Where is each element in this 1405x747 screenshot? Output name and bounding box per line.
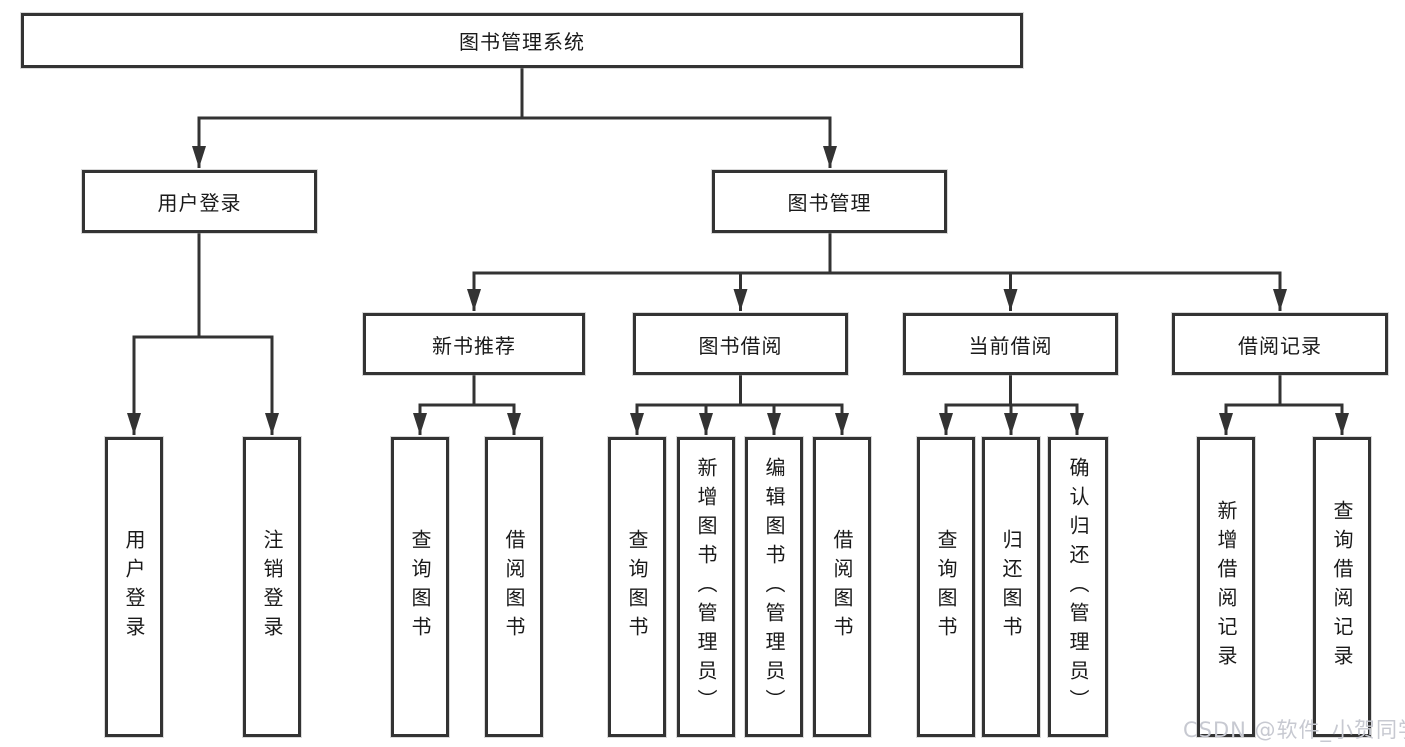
node-edit-books-admin: 编辑图书（管理员） xyxy=(745,437,803,737)
node-user-login-leaf: 用户登录 xyxy=(105,437,163,737)
csdn-watermark: CSDN @软件_小贺同学 xyxy=(1183,718,1405,742)
node-new-book-recommendation: 新书推荐 xyxy=(363,313,585,375)
node-query-books-recommend: 查询图书 xyxy=(391,437,449,737)
node-borrowing-records: 借阅记录 xyxy=(1172,313,1388,375)
node-query-books-current: 查询图书 xyxy=(917,437,975,737)
node-borrow-books-recommend: 借阅图书 xyxy=(485,437,543,737)
node-add-books-admin: 新增图书（管理员） xyxy=(677,437,735,737)
node-user-login: 用户登录 xyxy=(82,170,317,233)
node-current-borrowing: 当前借阅 xyxy=(903,313,1118,375)
node-query-borrow-record: 查询借阅记录 xyxy=(1313,437,1371,737)
node-book-management: 图书管理 xyxy=(712,170,947,233)
node-return-books: 归还图书 xyxy=(982,437,1040,737)
node-confirm-return-admin: 确认归还（管理员） xyxy=(1048,437,1108,737)
node-library-management-system: 图书管理系统 xyxy=(21,13,1023,68)
node-query-books-borrowing: 查询图书 xyxy=(608,437,666,737)
node-logout: 注销登录 xyxy=(243,437,301,737)
node-add-borrow-record: 新增借阅记录 xyxy=(1197,437,1255,737)
node-borrow-books-borrowing: 借阅图书 xyxy=(813,437,871,737)
node-book-borrowing: 图书借阅 xyxy=(633,313,848,375)
